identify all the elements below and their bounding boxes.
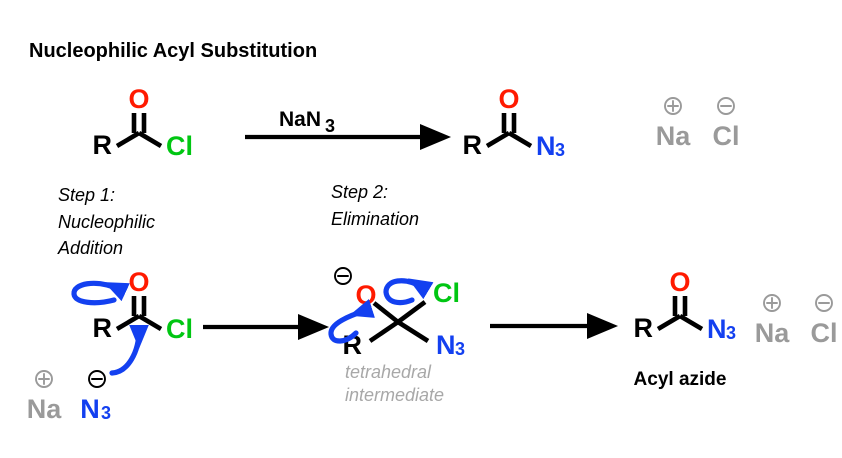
bond-c-to-r: [485, 131, 511, 148]
chloride-ion-label: Cl: [713, 121, 740, 151]
step-1-label: Step 1: Nucleophilic Addition: [57, 185, 155, 258]
plus-charge-circle: [35, 370, 53, 388]
reagent-formula-subscript: 3: [325, 116, 335, 136]
chlorine-atom-label: Cl: [433, 278, 460, 308]
bond-c-to-r: [656, 314, 682, 331]
bond-c-to-azide: [678, 314, 704, 331]
curved-arrow-pi-to-oxygen: [71, 280, 130, 306]
step-1-line-2: Nucleophilic: [58, 212, 155, 232]
r-group-label: R: [463, 130, 483, 160]
curved-arrow-chloride-leaves: [383, 278, 434, 306]
step-1-line-3: Addition: [57, 238, 123, 258]
oxygen-atom-label: O: [128, 84, 149, 114]
oxygen-minus-charge-circle: [334, 267, 352, 285]
oxygen-atom-label: O: [498, 84, 519, 114]
bond-c-to-cl: [137, 314, 163, 331]
overall-byproduct-chloride: Cl: [713, 97, 740, 151]
bond-c-to-chlorine: [396, 300, 427, 324]
oxygen-atom-label: O: [669, 267, 690, 297]
bond-c-to-r: [368, 320, 400, 343]
intermediate-caption-line-2: intermediate: [345, 385, 444, 405]
reagent-formula: NaN: [279, 108, 321, 131]
step-2-line-1: Step 2:: [331, 182, 388, 202]
chlorine-atom-label: Cl: [166, 314, 193, 344]
plus-charge-circle: [763, 294, 781, 312]
azide-subscript: 3: [726, 323, 736, 343]
minus-charge-circle: [717, 97, 735, 115]
azide-nitrogen-label: N: [436, 330, 456, 360]
azide-anion-label: N: [80, 394, 100, 424]
page-title: Nucleophilic Acyl Substitution: [29, 40, 317, 62]
reagent-sodium-azide: NaN 3: [279, 108, 335, 136]
r-group-label: R: [93, 130, 113, 160]
mechanism-acyl-chloride: O R Cl: [71, 267, 193, 376]
bond-c-to-cl: [137, 131, 163, 148]
overall-reaction-row: O R Cl NaN 3 O R N 3 Na: [93, 84, 740, 161]
minus-charge-circle: [88, 370, 106, 388]
sodium-counterion-label: Na: [27, 394, 62, 424]
r-group-label: R: [93, 313, 113, 343]
step-2-line-2: Elimination: [331, 209, 419, 229]
bond-c-to-r: [115, 131, 141, 148]
nucleophile-sodium-azide: Na N 3: [27, 370, 111, 424]
sodium-ion-label: Na: [656, 121, 691, 151]
tetrahedral-intermediate: O Cl R N 3 tetrahedral intermediate: [328, 267, 465, 405]
curved-arrow-nucleophile-attack: [109, 324, 149, 376]
sodium-ion-label: Na: [755, 318, 790, 348]
oxygen-atom-label: O: [128, 267, 149, 297]
azide-subscript: 3: [455, 339, 465, 359]
intermediate-caption-line-1: tetrahedral: [345, 362, 432, 382]
overall-reactant-acyl-chloride: O R Cl: [93, 84, 194, 161]
bond-c-to-r: [115, 314, 141, 331]
final-product-acyl-azide: O R N 3 Acyl azide: [634, 267, 737, 390]
azide-nitrogen-label: N: [707, 314, 727, 344]
oxygen-atom-label: O: [355, 280, 376, 310]
chlorine-atom-label: Cl: [166, 131, 193, 161]
step-2-label: Step 2: Elimination: [331, 182, 419, 229]
final-product-label: Acyl azide: [634, 369, 727, 390]
overall-byproduct-sodium: Na: [656, 97, 691, 151]
azide-nitrogen-label: N: [536, 131, 556, 161]
azide-subscript: 3: [555, 140, 565, 160]
mechanism-row: O R Cl Na N 3 O: [27, 267, 838, 424]
bond-c-to-oxygen: [372, 301, 400, 324]
final-byproduct-sodium: Na: [755, 294, 790, 348]
r-group-label: R: [634, 313, 654, 343]
final-byproduct-chloride: Cl: [811, 294, 838, 348]
curved-arrow-oxygen-reforms-pi: [328, 299, 375, 344]
plus-charge-circle: [664, 97, 682, 115]
step-1-line-1: Step 1:: [58, 185, 115, 205]
bond-c-to-azide: [396, 320, 430, 343]
overall-product-acyl-azide: O R N 3: [463, 84, 566, 161]
chloride-ion-label: Cl: [811, 318, 838, 348]
bond-c-to-azide: [507, 131, 533, 148]
minus-charge-circle: [815, 294, 833, 312]
azide-anion-subscript: 3: [101, 403, 111, 423]
